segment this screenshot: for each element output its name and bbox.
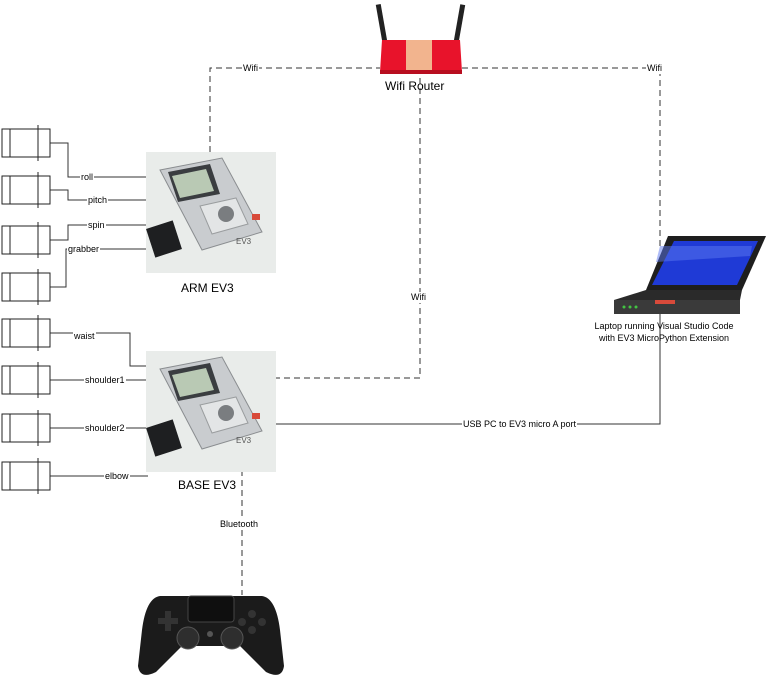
laptop-caption-line1: Laptop running Visual Studio Code [594, 321, 734, 331]
motor-grabber [1, 269, 51, 305]
base-ev3-brick: EV3 [146, 351, 276, 472]
motor-shoulder1 [1, 362, 51, 398]
motor-label-waist: waist [73, 331, 96, 342]
router-icon [375, 4, 466, 74]
usb-line [276, 302, 661, 425]
arm-ev3-brand-text: EV3 [236, 237, 252, 246]
base-ev3-brand-text: EV3 [236, 436, 252, 445]
motor-elbow [1, 458, 51, 494]
motor-roll [1, 125, 51, 161]
motor-label-shoulder1: shoulder1 [84, 375, 126, 386]
arm-ev3-label: ARM EV3 [181, 281, 234, 295]
motor-shoulder2 [1, 410, 51, 446]
wifi-label-laptop: Wifi [646, 63, 663, 74]
laptop-caption-line2: with EV3 MicroPython Extension [598, 333, 730, 343]
motor-spin [1, 222, 51, 258]
base-ev3-label: BASE EV3 [178, 478, 237, 492]
usb-label: USB PC to EV3 micro A port [462, 419, 578, 430]
motor-label-shoulder2: shoulder2 [84, 423, 126, 434]
wifi-line-arm [209, 67, 380, 152]
arm-ev3-brick: EV3 [146, 152, 276, 273]
router-label: Wifi Router [385, 79, 445, 93]
bluetooth-label: Bluetooth [219, 519, 260, 530]
motor-label-roll: roll [80, 172, 95, 183]
laptop-icon [614, 236, 766, 314]
motor-waist [1, 315, 51, 351]
motor-label-pitch: pitch [87, 195, 109, 206]
base-motors [1, 315, 51, 494]
gamepad-icon [138, 595, 284, 675]
laptop-caption: Laptop running Visual Studio Code with E… [578, 320, 750, 344]
wifi-line-base [276, 78, 421, 379]
motor-pitch [1, 172, 51, 208]
wifi-label-base: Wifi [410, 292, 427, 303]
motor-label-grabber: grabber [67, 244, 101, 255]
wifi-label-arm: Wifi [242, 63, 259, 74]
wifi-connections [209, 67, 661, 595]
motor-label-elbow: elbow [104, 471, 130, 482]
motor-label-spin: spin [87, 220, 106, 231]
arm-motors [1, 125, 51, 305]
wifi-line-laptop [462, 67, 661, 248]
